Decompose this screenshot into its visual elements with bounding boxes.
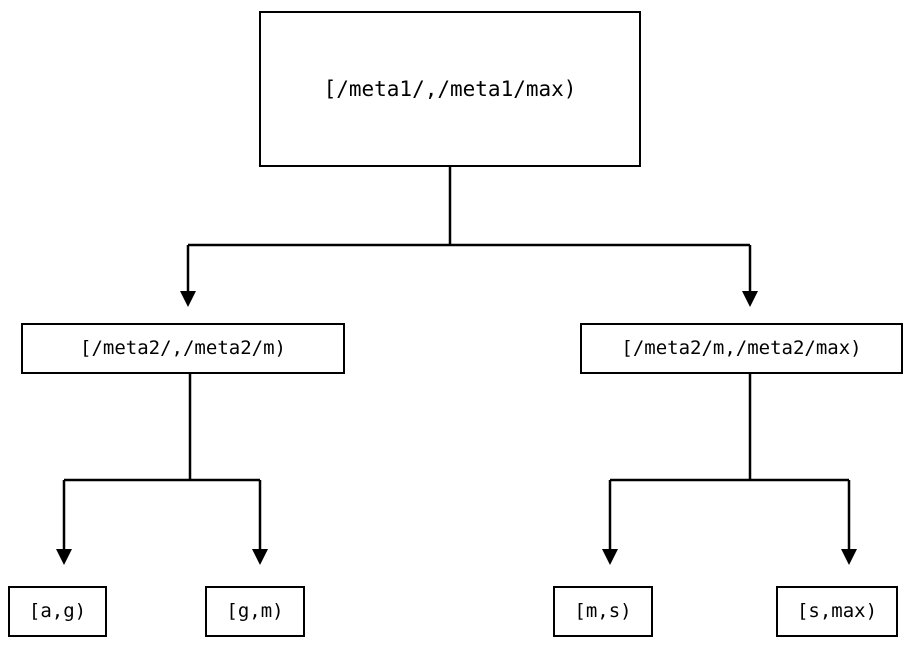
node-leaf-a-g[interactable]: [a,g) (8, 586, 107, 637)
arrowhead-mid-right-to-leaf-smax (841, 549, 857, 565)
node-leaf-m-s[interactable]: [m,s) (553, 586, 653, 637)
arrowhead-mid-left-to-leaf-gm (252, 549, 268, 565)
node-root-label: [/meta1/,/meta1/max) (323, 76, 577, 101)
node-leaf-s-max[interactable]: [s,max) (776, 586, 898, 637)
node-leaf-g-m-label: [g,m) (226, 600, 284, 622)
node-mid-right[interactable]: [/meta2/m,/meta2/max) (580, 323, 903, 374)
node-mid-left-label: [/meta2/,/meta2/m) (80, 337, 286, 359)
arrowhead-mid-left-to-leaf-ag (56, 549, 72, 565)
arrowhead-mid-right-to-leaf-ms (602, 549, 618, 565)
node-leaf-g-m[interactable]: [g,m) (205, 586, 305, 637)
node-mid-right-label: [/meta2/m,/meta2/max) (621, 337, 862, 359)
node-root[interactable]: [/meta1/,/meta1/max) (259, 11, 641, 167)
arrowhead-root-to-mid-left (180, 291, 196, 307)
node-leaf-s-max-label: [s,max) (796, 600, 878, 622)
node-mid-left[interactable]: [/meta2/,/meta2/m) (21, 323, 345, 374)
edge-mid-right-to-leaves (602, 374, 857, 565)
node-leaf-m-s-label: [m,s) (574, 600, 632, 622)
arrowhead-root-to-mid-right (742, 291, 758, 307)
node-leaf-a-g-label: [a,g) (28, 600, 87, 622)
edge-root-to-mid-left-and-right (180, 167, 758, 307)
edge-mid-left-to-leaves (56, 374, 268, 565)
